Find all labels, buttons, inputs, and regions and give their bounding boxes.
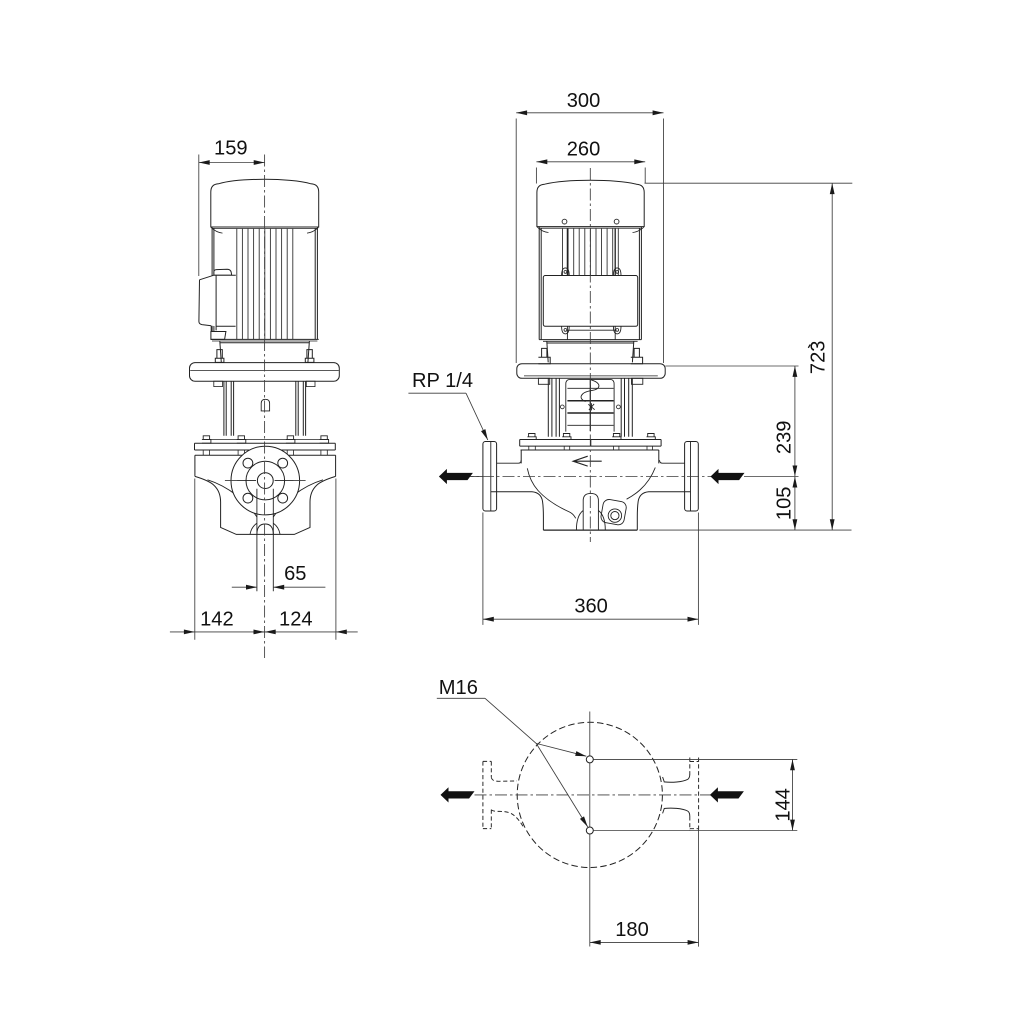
svg-text:300: 300 [567,90,601,112]
svg-text:239: 239 [774,421,796,455]
svg-text:360: 360 [574,596,608,618]
svg-text:144: 144 [773,788,795,822]
svg-text:159: 159 [214,137,248,159]
svg-text:260: 260 [567,139,601,161]
svg-text:124: 124 [279,609,313,631]
svg-text:M16: M16 [439,677,478,699]
svg-text:105: 105 [774,487,796,521]
svg-text:723: 723 [808,341,830,375]
svg-text:142: 142 [200,609,234,631]
svg-text:RP 1/4: RP 1/4 [412,370,473,392]
svg-text:180: 180 [615,919,649,941]
svg-text:65: 65 [284,563,306,585]
